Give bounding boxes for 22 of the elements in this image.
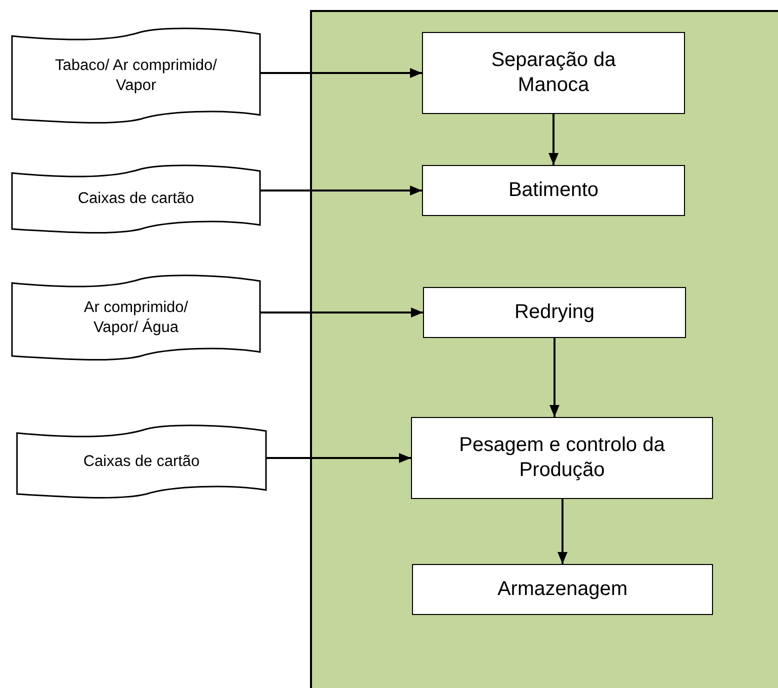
input-label: Tabaco/ Ar comprimido/ Vapor — [54, 56, 218, 95]
arrow — [548, 114, 558, 165]
arrow — [260, 308, 423, 318]
input-label: Caixas de cartão — [78, 189, 194, 209]
process-box — [412, 564, 713, 615]
process-box — [422, 165, 685, 216]
arrow — [550, 338, 560, 417]
process-label: Batimento — [508, 178, 599, 203]
process-label: Redrying — [514, 300, 595, 325]
input-label: Ar comprimido/ Vapor/ Água — [82, 298, 190, 337]
process-box — [423, 287, 686, 338]
arrow — [260, 68, 422, 78]
arrow — [558, 499, 568, 564]
process-box — [422, 32, 685, 114]
arrow — [266, 453, 411, 463]
process-label: Pesagem e controlo da Produção — [458, 433, 666, 483]
process-label: Separação da Manoca — [490, 48, 617, 98]
arrow — [260, 186, 422, 196]
background-panel — [310, 10, 778, 688]
process-box — [411, 417, 713, 499]
input-label: Caixas de cartão — [83, 452, 200, 472]
process-label: Armazenagem — [497, 577, 628, 602]
